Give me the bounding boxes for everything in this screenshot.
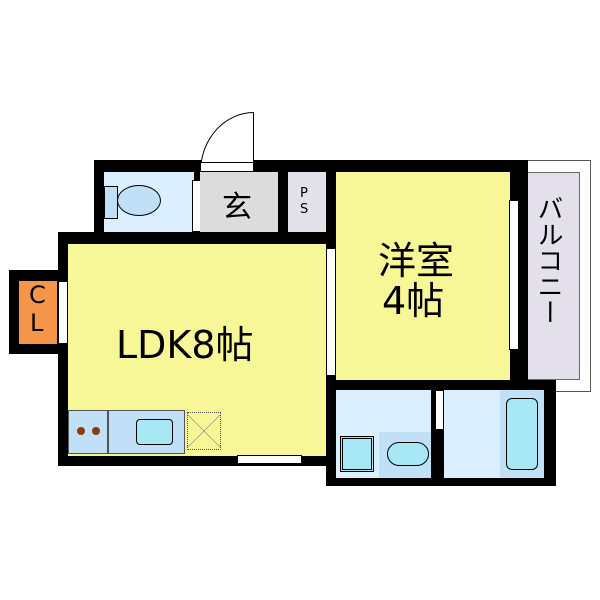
balcony-label: バルコニー [533, 195, 563, 325]
basin-bowl [387, 442, 429, 466]
entrance[interactable]: 玄 [200, 172, 278, 232]
bathroom[interactable] [444, 390, 544, 478]
front-door-threshold [200, 162, 254, 172]
washing-machine [340, 436, 374, 472]
washroom[interactable] [336, 390, 431, 478]
closet-label-c: C [29, 281, 46, 309]
bathtub-basin [506, 398, 538, 470]
toilet-bowl-icon [117, 185, 161, 216]
sink-basin [136, 419, 173, 445]
burner-icon [92, 427, 100, 435]
washroom-door[interactable] [435, 390, 444, 430]
ps-label-s: S [300, 202, 309, 217]
stove [68, 410, 108, 454]
burner-icon [77, 427, 85, 435]
closet-label-l: L [30, 309, 44, 337]
fridge-space [187, 412, 221, 450]
ldk: LDK8帖 [68, 244, 326, 456]
pipe-space: P S [288, 172, 326, 232]
western-room-label: 洋室 [378, 239, 455, 283]
entrance-label: 玄 [222, 190, 252, 225]
balcony-window[interactable] [509, 200, 519, 350]
western-room-size: 4帖 [382, 279, 445, 323]
balcony: バルコニー [518, 172, 580, 380]
toilet-tank-icon [104, 186, 118, 219]
ldk-label: LDK8帖 [116, 323, 254, 367]
toilet [104, 172, 194, 232]
bathtub [500, 390, 544, 478]
ldk-window[interactable] [237, 455, 302, 464]
closet[interactable]: C L [19, 281, 57, 344]
western-room-door[interactable] [326, 248, 336, 376]
kitchen-sink [108, 410, 185, 454]
western-room: 洋室 4帖 [336, 172, 510, 380]
closet-door[interactable] [58, 281, 68, 344]
wash-basin [379, 432, 431, 478]
ps-label-p: P [300, 186, 308, 201]
